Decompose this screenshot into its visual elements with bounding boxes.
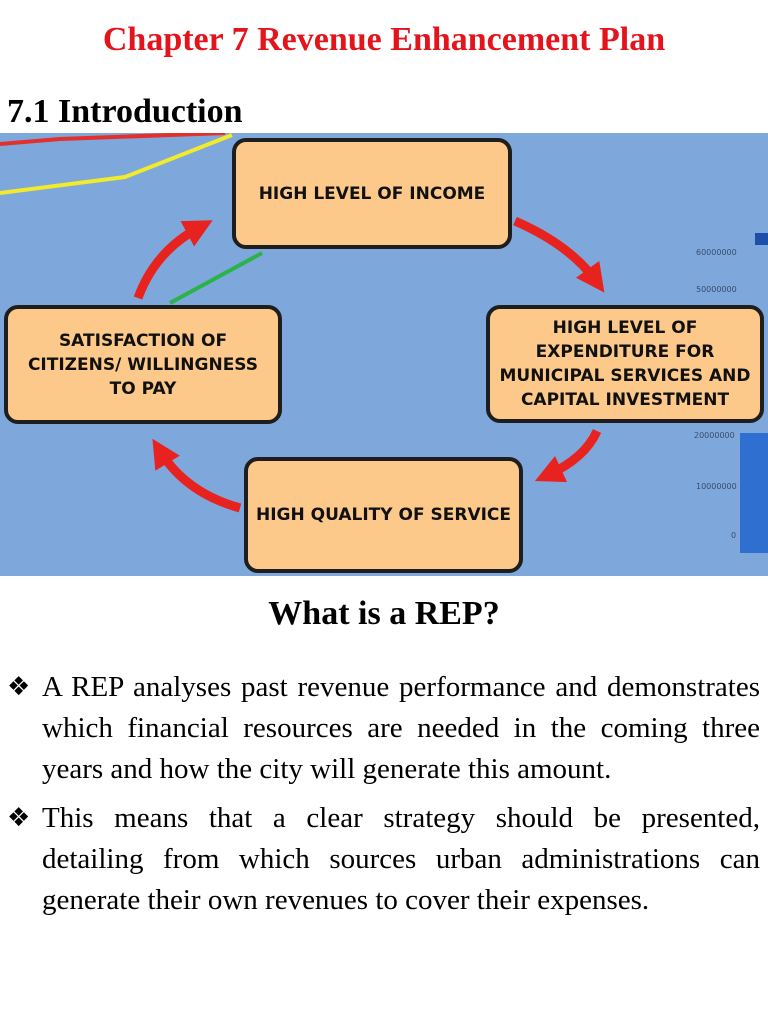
background-bar-top — [755, 233, 768, 245]
background-tick-label: 0 — [731, 531, 737, 540]
diagram-background-graphics — [0, 133, 768, 553]
box-satisfaction-of-citizens: SATISFACTION OF CITIZENS/ WILLINGNESS TO… — [4, 305, 282, 424]
bullet-text: A REP analyses past revenue performance … — [42, 671, 760, 785]
diamond-bullet-icon: ❖ — [7, 803, 31, 833]
box-high-level-of-income: HIGH LEVEL OF INCOME — [232, 138, 512, 249]
background-green-line — [169, 251, 263, 305]
bullet-list: ❖ A REP analyses past revenue performanc… — [7, 667, 760, 929]
background-yellow-line — [0, 133, 233, 195]
box-high-quality-of-service: HIGH QUALITY OF SERVICE — [244, 457, 523, 573]
background-tick-label: 10000000 — [696, 482, 737, 491]
diamond-bullet-icon: ❖ — [7, 672, 31, 702]
rep-heading: What is a REP? — [268, 595, 500, 632]
arrow-expenditure-to-quality — [534, 429, 602, 483]
arrow-satisfaction-to-income — [133, 220, 213, 300]
background-tick-label: 50000000 — [696, 285, 737, 294]
bullet-item: ❖ This means that a clear strategy shoul… — [7, 798, 760, 921]
arrow-quality-to-satisfaction — [152, 438, 242, 513]
background-bar — [740, 433, 768, 553]
rep-cycle-diagram: 60000000 50000000 20000000 10000000 0 HI… — [0, 133, 768, 576]
bullet-text: This means that a clear strategy should … — [42, 802, 760, 916]
background-red-line — [0, 133, 226, 146]
background-tick-label: 20000000 — [694, 431, 735, 440]
arrow-income-to-expenditure — [513, 216, 605, 293]
section-heading: 7.1 Introduction — [7, 93, 243, 130]
chapter-title: Chapter 7 Revenue Enhancement Plan — [102, 21, 666, 58]
background-tick-label: 60000000 — [696, 248, 737, 257]
box-high-level-of-expenditure: HIGH LEVEL OF EXPENDITURE FOR MUNICIPAL … — [486, 305, 764, 423]
bullet-item: ❖ A REP analyses past revenue performanc… — [7, 667, 760, 790]
